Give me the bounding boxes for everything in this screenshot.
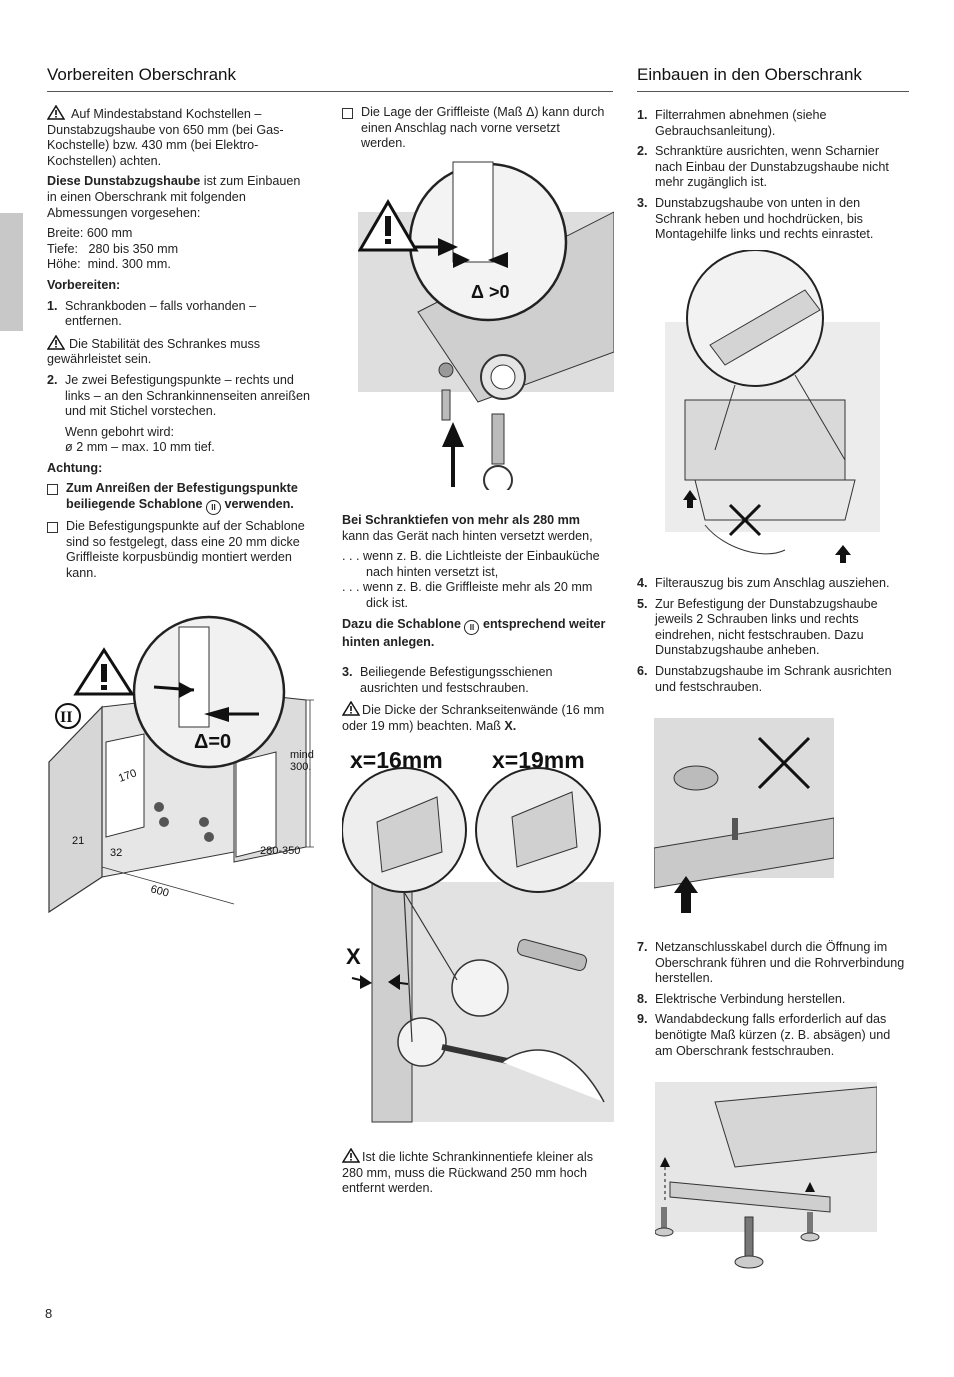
right-steps-4-6: 4.Filterauszug bis zum Anschlag ausziehe… xyxy=(637,576,907,700)
middle-depth-text: Bei Schranktiefen von mehr als 280 mm ka… xyxy=(341,513,610,740)
warning-icon xyxy=(341,700,361,717)
dimension-depth: Tiefe: 280 bis 350 mm xyxy=(47,241,179,256)
install-step-9: 9.Wandabdeckung falls erforderlich auf d… xyxy=(637,1012,891,1058)
install-step-3: 3.Dunstabzugshaube von unten in den Schr… xyxy=(637,195,874,242)
checkbox-icon xyxy=(47,522,58,534)
dim-280-350-label: 280-350 xyxy=(260,845,300,857)
depth-warning-block: Ist die lichte Schrankinnentiefe kleiner… xyxy=(341,1147,594,1196)
left-column-text: Auf Mindestabstand Kochstellen – Dunstab… xyxy=(46,104,313,585)
dimension-list: Breite: 600 mm Tiefe: 280 bis 350 mm Höh… xyxy=(47,226,313,273)
depth-paragraph: Bei Schranktiefen von mehr als 280 mm ka… xyxy=(342,513,593,543)
left-section-title: Vorbereiten Oberschrank xyxy=(47,65,236,84)
install-step-8: 8.Elektrische Verbindung herstellen. xyxy=(637,991,846,1006)
checkbox-icon xyxy=(342,108,353,119)
delta-zero-label: Δ=0 xyxy=(194,731,231,753)
install-step-2: 2.Schranktüre ausrichten, wenn Scharnier… xyxy=(637,144,889,190)
right-title-rule xyxy=(637,91,909,92)
screw-fastening-figure xyxy=(654,718,834,913)
depth-example-1: . . . wenn z. B. die Lichtleiste der Ein… xyxy=(342,549,600,579)
lift-hood-figure xyxy=(665,250,880,563)
left-title-rule xyxy=(47,91,613,92)
right-steps-7-9: 7.Netzanschlusskabel durch die Öffnung i… xyxy=(637,940,907,1064)
check-item-handle-position: Die Lage der Griffleiste (Maß Δ) kann du… xyxy=(342,105,608,152)
dim-300-label: 300. xyxy=(290,761,311,773)
drill-note: Wenn gebohrt wird: ø 2 mm – max. 10 mm t… xyxy=(65,424,215,455)
page-number: 8 xyxy=(45,1306,53,1321)
dim-600-label: 600 xyxy=(149,883,170,899)
x-dimension-label: X xyxy=(346,944,361,969)
dim-32-label: 32 xyxy=(110,847,122,859)
template-ii-icon: II xyxy=(205,500,221,516)
prep-heading: Vorbereiten: xyxy=(47,277,121,292)
install-step-4: 4.Filterauszug bis zum Anschlag ausziehe… xyxy=(637,576,890,590)
cabinet-template-figure: Δ=0 II mind 300. 170 21 32 280-350 600 xyxy=(48,615,314,914)
template-move-note: Dazu die Schablone II entsprechend weite… xyxy=(342,616,606,649)
template-mark: II xyxy=(60,709,72,726)
dimension-height: Höhe: mind. 300 mm. xyxy=(47,257,171,272)
warning-icon xyxy=(46,104,66,120)
handle-offset-figure: Δ >0 xyxy=(358,161,614,490)
warning-icon xyxy=(46,334,66,350)
rail-mounting-figure: x=16mm x=19mm X xyxy=(342,747,614,1123)
wall-cover-figure xyxy=(655,1082,877,1269)
section-tab-marker xyxy=(0,213,23,331)
checkbox-icon xyxy=(47,484,58,496)
mount-step-3: 3.Beiliegende Befestigungsschienen ausri… xyxy=(342,665,553,695)
check-item-points: Die Befestigungspunkte auf der Schablone… xyxy=(47,519,313,581)
template-ii-icon: II xyxy=(464,619,480,635)
attention-heading: Achtung: xyxy=(47,460,103,475)
warning-icon xyxy=(341,1147,361,1163)
dim-mind-label: mind xyxy=(290,749,314,761)
dim-170-label: 170 xyxy=(117,767,138,785)
dim-21-label: 21 xyxy=(72,835,84,847)
install-step-5: 5.Zur Befestigung der Dunstabzugshaube j… xyxy=(637,596,878,658)
gas-distance-warning: Auf Mindestabstand Kochstellen – Dunstab… xyxy=(46,104,284,168)
prep-step-1: 1.Schrankboden – falls vorhanden – entfe… xyxy=(47,298,257,329)
install-step-6: 6.Dunstabzugshaube im Schrank ausrichten… xyxy=(637,663,892,694)
right-section-title: Einbauen in den Oberschrank xyxy=(637,65,862,84)
thickness-warning: Die Dicke der Schrankseitenwände (16 mm … xyxy=(341,700,605,733)
dimension-width: Breite: 600 mm xyxy=(47,226,133,241)
middle-top-text: Die Lage der Griffleiste (Maß Δ) kann du… xyxy=(342,105,608,156)
depth-example-2: . . . wenn z. B. die Griffleiste mehr al… xyxy=(342,580,593,610)
install-step-1: 1.Filterrahmen abnehmen (siehe Gebrauchs… xyxy=(637,108,827,138)
install-step-7: 7.Netzanschlusskabel durch die Öffnung i… xyxy=(637,940,905,986)
stability-warning: Die Stabilität des Schrankes muss gewähr… xyxy=(46,334,261,367)
check-item-template: Zum Anreißen der Befestigungspunkte beil… xyxy=(47,481,313,516)
right-steps-1-3: 1.Filterrahmen abnehmen (siehe Gebrauchs… xyxy=(637,108,907,248)
prep-step-2: 2.Je zwei Befestigungspunkte – rechts un… xyxy=(47,372,311,419)
delta-greater-label: Δ >0 xyxy=(471,282,509,302)
intro-paragraph: Diese Dunstabzugshaube ist zum Einbauen … xyxy=(47,174,301,220)
